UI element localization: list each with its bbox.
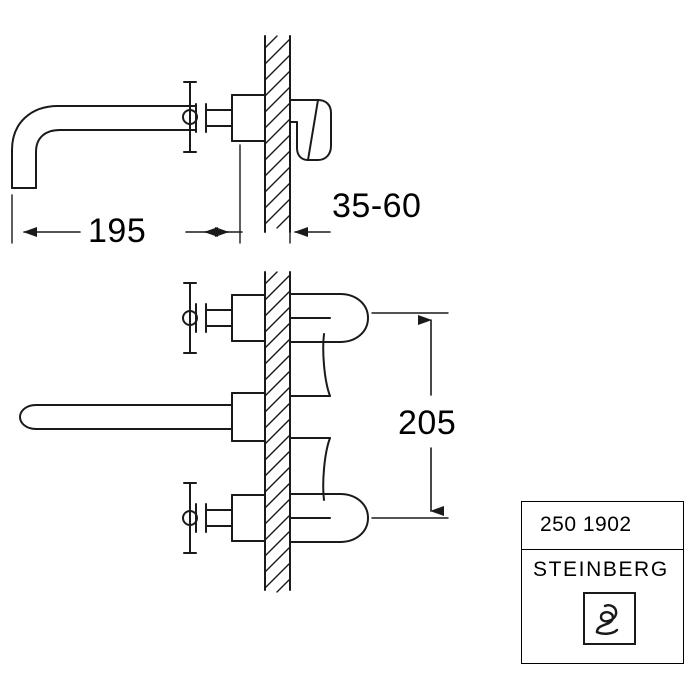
dimension-label-205: 205 (398, 404, 457, 442)
logo-title-block: 250 1902 STEINBERG (521, 501, 684, 664)
dimension-label-35-60: 35-60 (332, 187, 422, 225)
cross-handle-lower (182, 482, 198, 554)
article-number: 250 1902 (540, 513, 632, 536)
upper-valve-body (195, 293, 369, 343)
lower-valve-body (195, 493, 369, 543)
brand-name: STEINBERG (533, 558, 669, 581)
wall-line-bottom (264, 271, 291, 591)
dimension-35-60 (204, 164, 331, 244)
steinberg-logo-icon (583, 592, 636, 645)
title-block-divider (522, 549, 683, 550)
wall-hatch-top (264, 35, 291, 229)
dimension-label-195: 195 (88, 212, 147, 250)
spout-top-view (11, 105, 171, 189)
cross-handle-upper (182, 282, 198, 354)
spout-body-top (169, 94, 266, 142)
dimension-205 (371, 312, 449, 519)
cross-handle-top-view (182, 81, 198, 153)
centre-spout-bottom-view (19, 333, 331, 501)
wall-hatch-bottom (264, 271, 291, 593)
lever-handle-top-view (289, 99, 332, 161)
